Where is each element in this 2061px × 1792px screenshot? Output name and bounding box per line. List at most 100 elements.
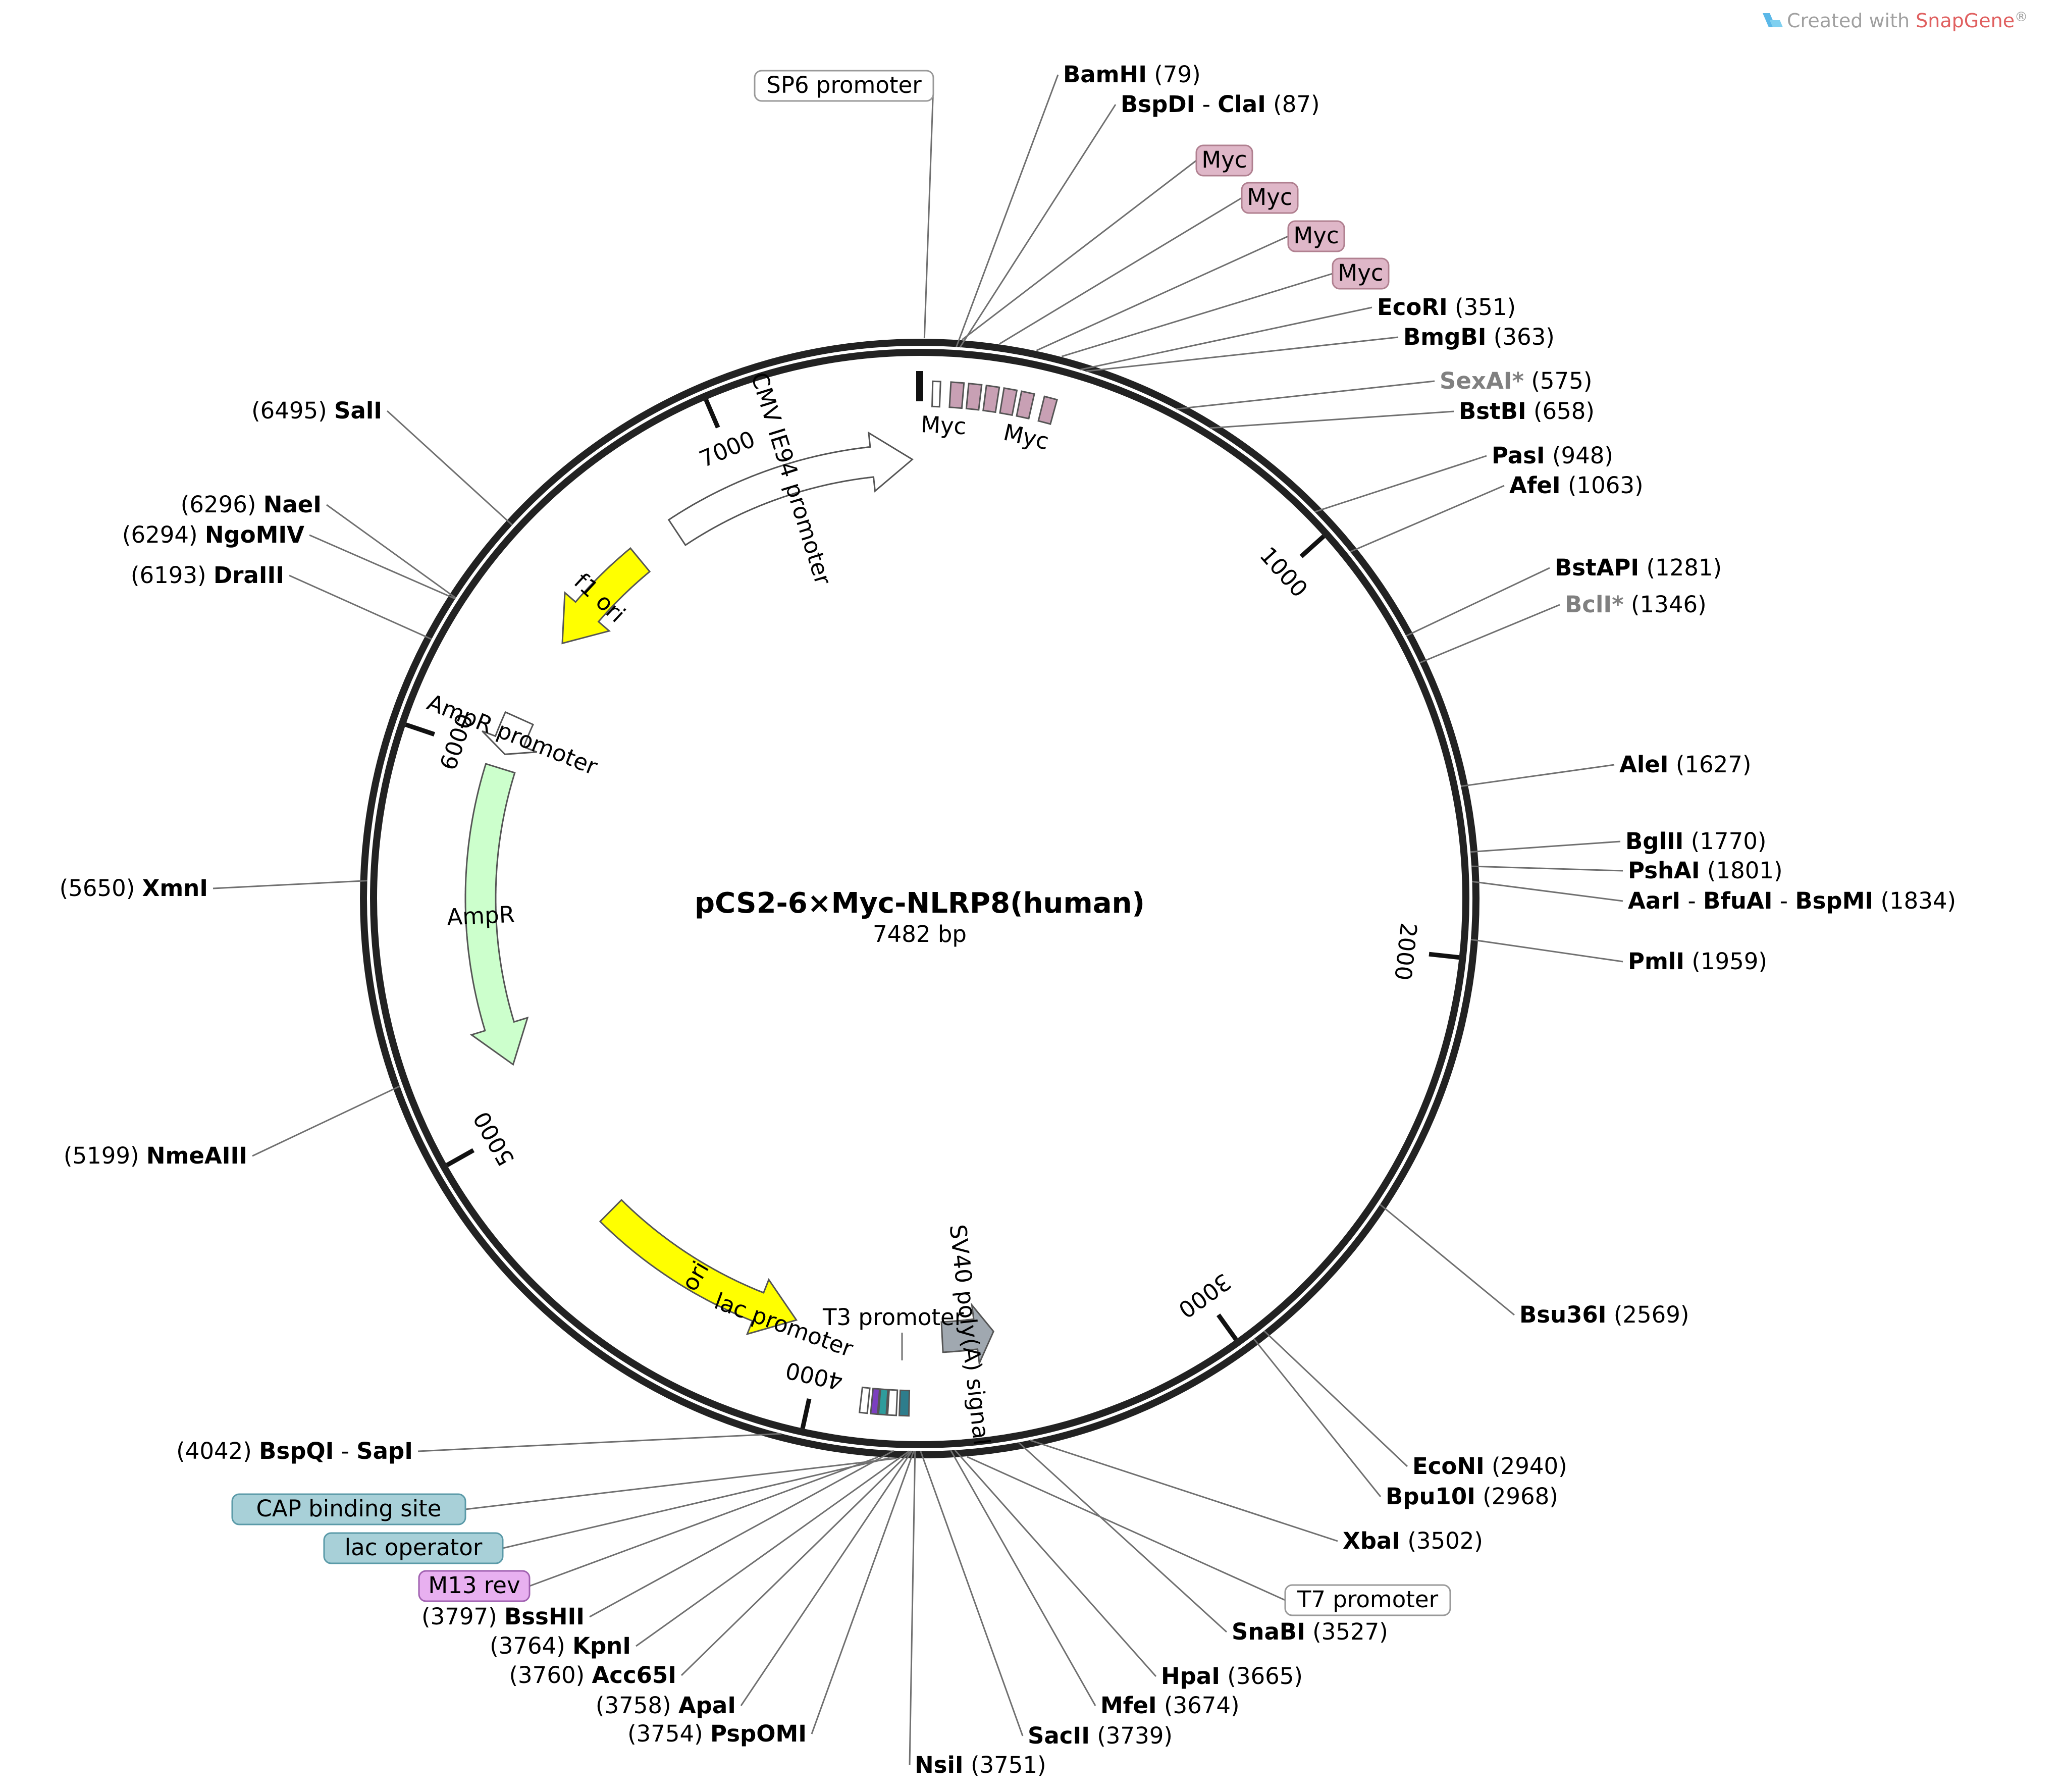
myc-tag-text: Myc xyxy=(1247,184,1292,210)
enzyme-position: (2968) xyxy=(1483,1483,1558,1510)
small-feature-10 xyxy=(1016,390,1035,420)
site-label: SnaBI (3527) xyxy=(1232,1618,1388,1645)
small-feature-1 xyxy=(886,1389,899,1416)
enzyme-position: (351) xyxy=(1455,294,1516,321)
site-leader xyxy=(1350,485,1505,553)
site-xmni: (5650) XmnI xyxy=(60,875,367,902)
ampr-promoter-feature-arrow xyxy=(482,711,538,755)
site-sexai: SexAI* (575) xyxy=(1176,367,1592,410)
enzyme-position: (3754) xyxy=(627,1720,703,1747)
myc-leader xyxy=(1036,235,1289,351)
sp6-promoter-box xyxy=(754,70,934,102)
site-leader xyxy=(252,1085,400,1157)
site-leader xyxy=(417,1433,782,1452)
site-bspdi-clai: BspDI - ClaI (87) xyxy=(959,91,1320,348)
enzyme-name: EcoNI xyxy=(1412,1453,1485,1480)
site-leader xyxy=(1263,1330,1408,1467)
myc-leader xyxy=(961,160,1197,341)
site-leader xyxy=(1209,410,1454,429)
myc-tag: Myc xyxy=(961,144,1253,341)
site-leader xyxy=(954,1449,1157,1677)
site-leader xyxy=(740,1451,913,1706)
site-bcli: BclI* (1346) xyxy=(1419,591,1707,664)
enzyme-name: Bpu10I xyxy=(1386,1483,1475,1510)
enzyme-name: ClaI xyxy=(1218,91,1266,118)
tick-2000 xyxy=(1429,952,1460,960)
site-leader xyxy=(1176,380,1435,410)
ampr-feature-arrow xyxy=(464,763,529,1066)
enzyme-position: (3751) xyxy=(971,1752,1046,1778)
enzyme-position: (3764) xyxy=(490,1632,565,1659)
myc-tag-text: Myc xyxy=(1338,259,1383,286)
site-label: BmgBI (363) xyxy=(1403,324,1555,350)
site-leader xyxy=(386,410,513,526)
tick-6000 xyxy=(405,722,435,736)
tick-5000 xyxy=(446,1148,475,1168)
site-leader xyxy=(1314,455,1487,513)
enzyme-position: (658) xyxy=(1534,398,1595,425)
site-label: (6294) NgoMIV xyxy=(122,521,304,548)
site-hpai: HpaI (3665) xyxy=(954,1449,1303,1690)
site-label: (4042) BspQI - SapI xyxy=(176,1438,413,1464)
enzyme-name: Bsu36I xyxy=(1519,1301,1607,1328)
site-label: NsiI (3751) xyxy=(915,1752,1046,1778)
site-leader xyxy=(636,1450,910,1647)
myc-box xyxy=(1332,257,1390,290)
small-feature-7 xyxy=(965,382,983,411)
site-label: AarI - BfuAI - BspMI (1834) xyxy=(1628,887,1956,914)
site-label: BspDI - ClaI (87) xyxy=(1121,91,1320,118)
site-leader xyxy=(959,104,1117,348)
enzyme-name: EcoRI xyxy=(1377,294,1448,321)
enzyme-position: (2940) xyxy=(1492,1453,1567,1480)
enzyme-position: (6495) xyxy=(251,397,327,424)
enzyme-position: (1281) xyxy=(1646,554,1722,581)
site-leader xyxy=(289,574,432,640)
tick-label-2000: 2000 xyxy=(1389,921,1422,982)
tick-4000 xyxy=(800,1398,812,1429)
small-feature-0 xyxy=(898,1389,911,1417)
site-nsii: NsiI (3751) xyxy=(909,1451,1046,1778)
site-bsu36i: Bsu36I (2569) xyxy=(1380,1203,1689,1328)
myc-leader xyxy=(1061,273,1333,357)
site-label: SacII (3739) xyxy=(1028,1722,1173,1749)
enzyme-name: BspDI xyxy=(1121,91,1195,118)
enzyme-position: (79) xyxy=(1154,61,1200,88)
watermark: Created with SnapGene® xyxy=(1763,10,2028,32)
site-ngomiv: (6294) NgoMIV xyxy=(122,521,456,600)
cap-binding-site-box xyxy=(231,1493,466,1525)
enzyme-position: (3797) xyxy=(421,1603,497,1630)
site-label: (6296) NaeI xyxy=(181,491,322,518)
t7-promoter-leader xyxy=(967,1456,1286,1601)
site-apai: (3758) ApaI xyxy=(596,1451,913,1719)
site-leader xyxy=(909,1451,916,1766)
enzyme-position: (1346) xyxy=(1631,591,1707,618)
site-label: BglII (1770) xyxy=(1625,828,1766,855)
enzyme-position: (87) xyxy=(1273,91,1319,118)
site-leader xyxy=(1470,938,1623,963)
enzyme-name: SapI xyxy=(356,1438,413,1464)
site-mfei: MfeI (3674) xyxy=(950,1450,1240,1719)
site-nmeaiii: (5199) NmeAIII xyxy=(64,1085,400,1169)
myc-tag-text: Myc xyxy=(1293,222,1339,249)
enzyme-position: (4042) xyxy=(176,1438,252,1464)
enzyme-name: PasI xyxy=(1492,442,1545,469)
site-pspomi: (3754) PspOMI xyxy=(627,1451,915,1747)
plasmid-length: 7482 bp xyxy=(873,921,967,947)
site-label: BstAPI (1281) xyxy=(1555,554,1722,581)
site-leader xyxy=(1419,604,1560,664)
enzyme-position: (2569) xyxy=(1614,1301,1689,1328)
enzyme-position: (1063) xyxy=(1568,472,1644,499)
enzyme-position: (5199) xyxy=(64,1142,139,1169)
small-feature-5 xyxy=(931,380,941,408)
site-pmli: PmlI (1959) xyxy=(1470,938,1767,975)
enzyme-position: (363) xyxy=(1494,324,1555,350)
enzyme-name: XmnI xyxy=(142,875,208,902)
site-leader xyxy=(1405,567,1550,637)
site-leader xyxy=(680,1450,912,1676)
myc-box xyxy=(1287,220,1345,252)
small-feature-4 xyxy=(858,1386,871,1414)
cmv-ie94-promoter-feature-arrow xyxy=(667,431,914,546)
t7-promoter-tag: T7 promoter xyxy=(967,1456,1451,1616)
site-leader xyxy=(589,1450,894,1618)
